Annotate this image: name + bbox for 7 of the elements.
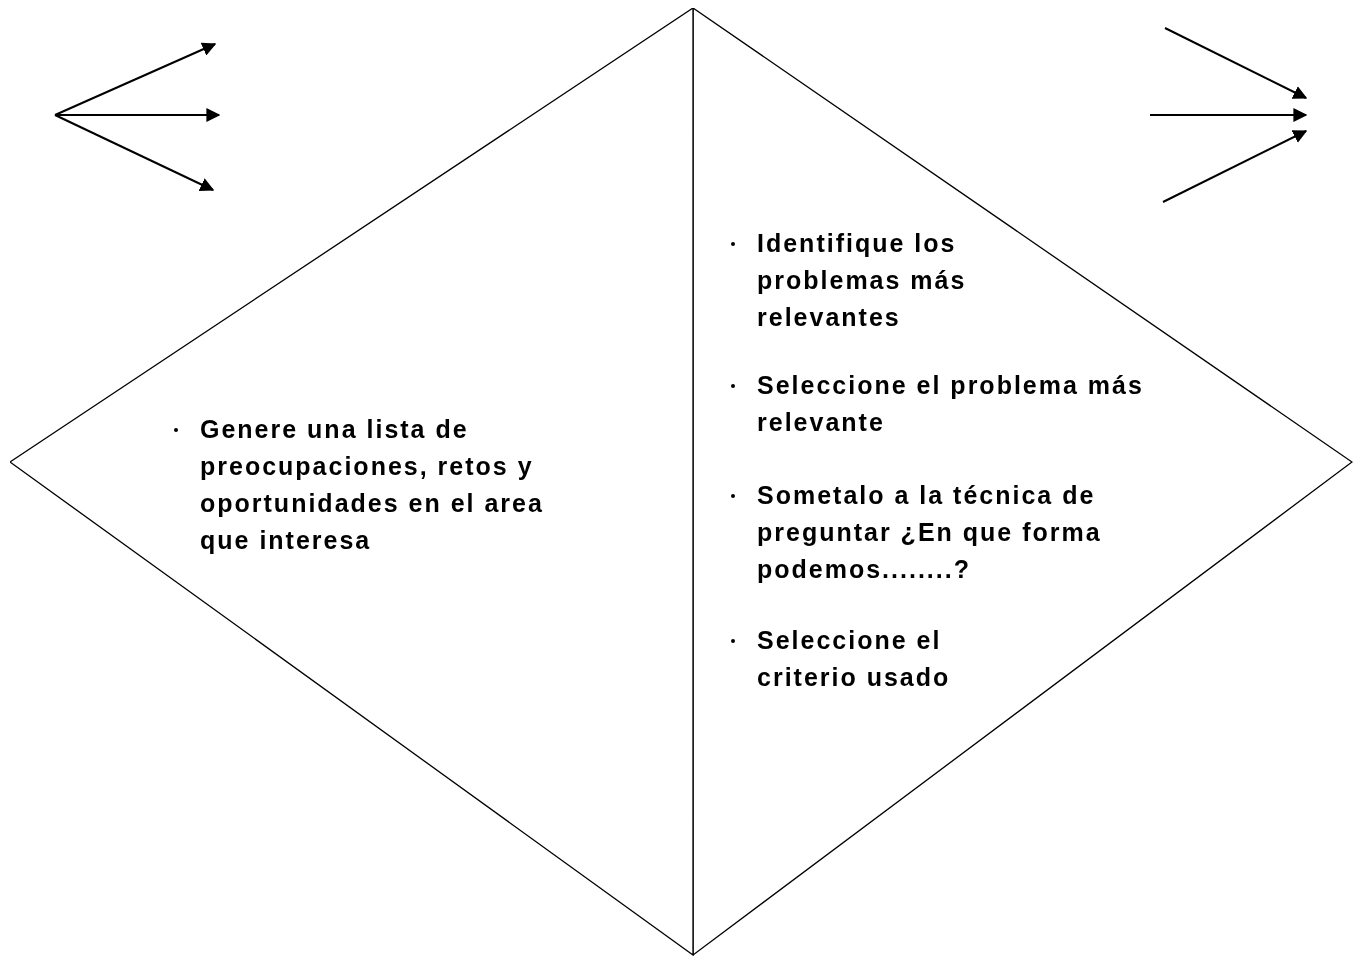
- bullet-text: Genere una lista de preocupaciones, retos y oportunidades en el area que interesa: [200, 414, 545, 556]
- triangle-panel: [10, 8, 694, 956]
- bullet-text: Seleccione el problema más relevante: [757, 370, 1145, 438]
- bullet-text: Identifique los problemas más relevantes: [757, 228, 968, 333]
- bullet-text: Seleccione el criterio usado: [757, 625, 952, 693]
- bullet-text: Sometalo a la técnica de preguntar ¿En que forma podemos........?: [757, 480, 1103, 585]
- triangle-panel: [693, 8, 1353, 956]
